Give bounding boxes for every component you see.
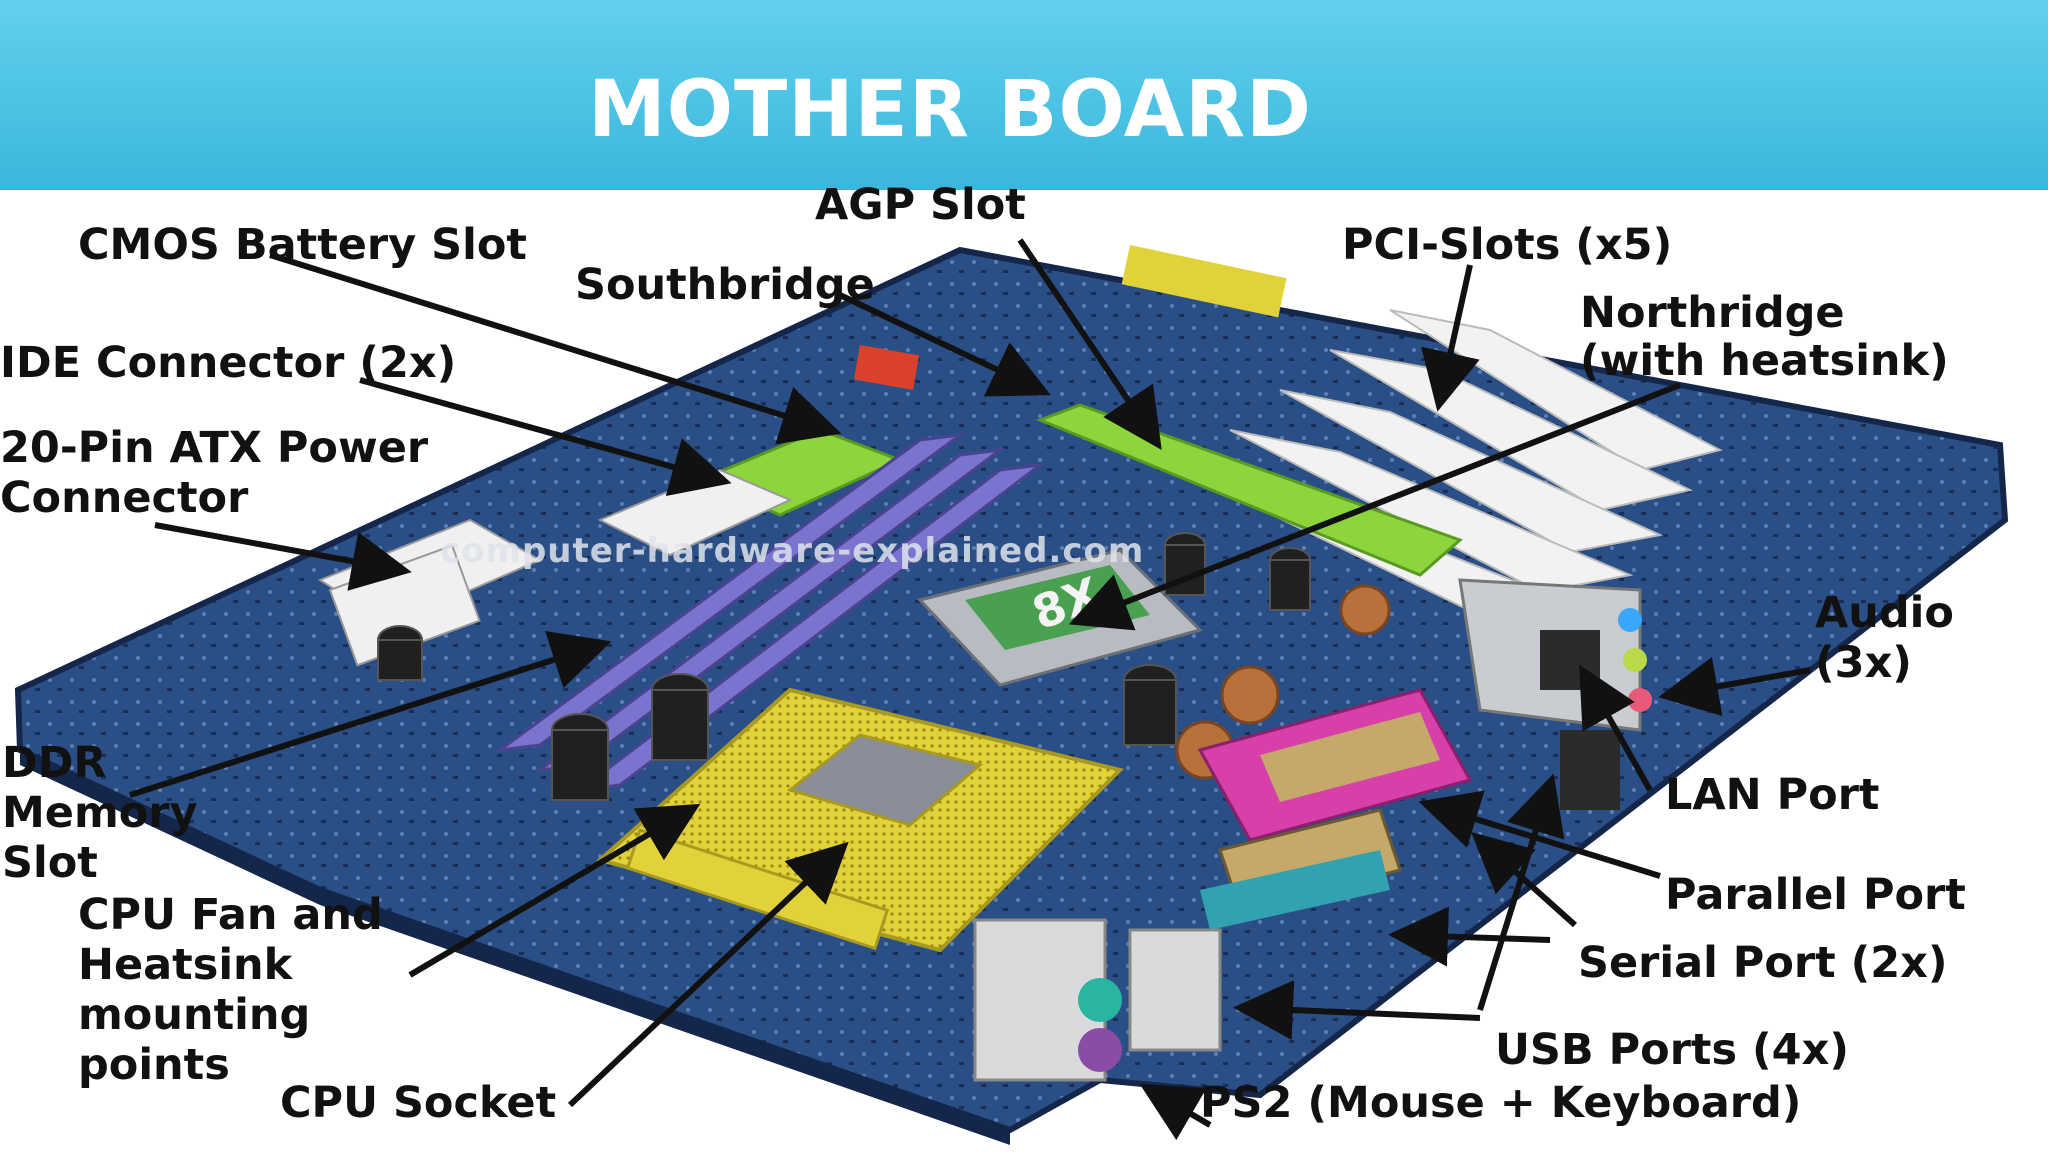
- label-ide-connector: IDE Connector (2x): [0, 338, 457, 388]
- line-southbridge: [838, 292, 1051, 397]
- label-cpu-fan-1: CPU Fan and: [78, 890, 383, 940]
- line-pci: [1421, 264, 1480, 412]
- line-cpu-socket: [567, 841, 849, 1108]
- label-parallel-port: Parallel Port: [1665, 870, 1966, 920]
- line-cpu-fan: [408, 803, 701, 978]
- usb-block: [1128, 928, 1222, 1052]
- capacitors: [377, 532, 1311, 801]
- title-banner: [0, 0, 2048, 190]
- line-usb-2: [1233, 980, 1481, 1041]
- label-layer: AGP Slot CMOS Battery Slot Southbridge P…: [0, 180, 2048, 1152]
- line-audio: [1658, 657, 1811, 717]
- line-cmos: [269, 252, 842, 445]
- line-serial-2: [1388, 906, 1551, 967]
- pcb-edge: [20, 750, 1010, 1145]
- parallel-port-inner: [1260, 712, 1440, 802]
- line-agp: [1017, 238, 1162, 450]
- label-ddr-3: Slot: [2, 838, 98, 888]
- label-southbridge: Southbridge: [575, 260, 875, 310]
- line-usb-1: [1477, 773, 1565, 1011]
- label-atx-power-1: 20-Pin ATX Power: [0, 423, 429, 473]
- cpu-socket-center: [786, 733, 984, 827]
- leader-lines: [129, 238, 1811, 1141]
- label-northbridge-2: (with heatsink): [1580, 336, 1949, 386]
- label-serial-port: Serial Port (2x): [1578, 938, 1948, 988]
- label-cmos-battery-slot: CMOS Battery Slot: [78, 220, 527, 270]
- top-yellow-connector: [1121, 245, 1287, 318]
- label-ps2: PS2 (Mouse + Keyboard): [1200, 1078, 1802, 1128]
- line-ide: [359, 377, 732, 497]
- label-cpu-socket: CPU Socket: [280, 1078, 557, 1128]
- line-ddr: [129, 631, 612, 798]
- motherboard-illustration: 8X computer-hardware-explained.com: [14, 238, 2009, 1145]
- red-jumper: [853, 345, 920, 390]
- line-ps2: [1139, 1083, 1212, 1141]
- label-atx-power-2: Connector: [0, 473, 249, 523]
- label-audio-2: (3x): [1815, 638, 1912, 688]
- label-usb-ports: USB Ports (4x): [1495, 1025, 1849, 1075]
- label-audio-1: Audio: [1815, 588, 1954, 638]
- label-lan-port: LAN Port: [1665, 770, 1880, 820]
- label-pci-slots: PCI-Slots (x5): [1342, 220, 1673, 270]
- slide-title: MOTHER BOARD: [588, 65, 1312, 155]
- label-cpu-fan-2: Heatsink: [78, 940, 293, 990]
- label-cpu-fan-4: points: [78, 1040, 230, 1090]
- label-northbridge-1: Northridge: [1580, 288, 1845, 338]
- serial-port-teal: [1200, 850, 1390, 930]
- ps2-keyboard: [1078, 978, 1122, 1022]
- label-agp-slot: AGP Slot: [815, 180, 1026, 230]
- line-lan: [1579, 664, 1653, 792]
- watermark: computer-hardware-explained.com: [440, 531, 1144, 571]
- ps2-mouse: [1078, 1028, 1122, 1072]
- label-ddr-1: DDR: [2, 738, 107, 788]
- label-cpu-fan-3: mounting: [78, 990, 311, 1040]
- line-atx: [154, 522, 412, 591]
- label-ddr-2: Memory: [2, 788, 198, 838]
- line-northbridge: [1068, 382, 1682, 631]
- line-parallel: [1418, 790, 1661, 879]
- line-serial-1: [1471, 831, 1578, 928]
